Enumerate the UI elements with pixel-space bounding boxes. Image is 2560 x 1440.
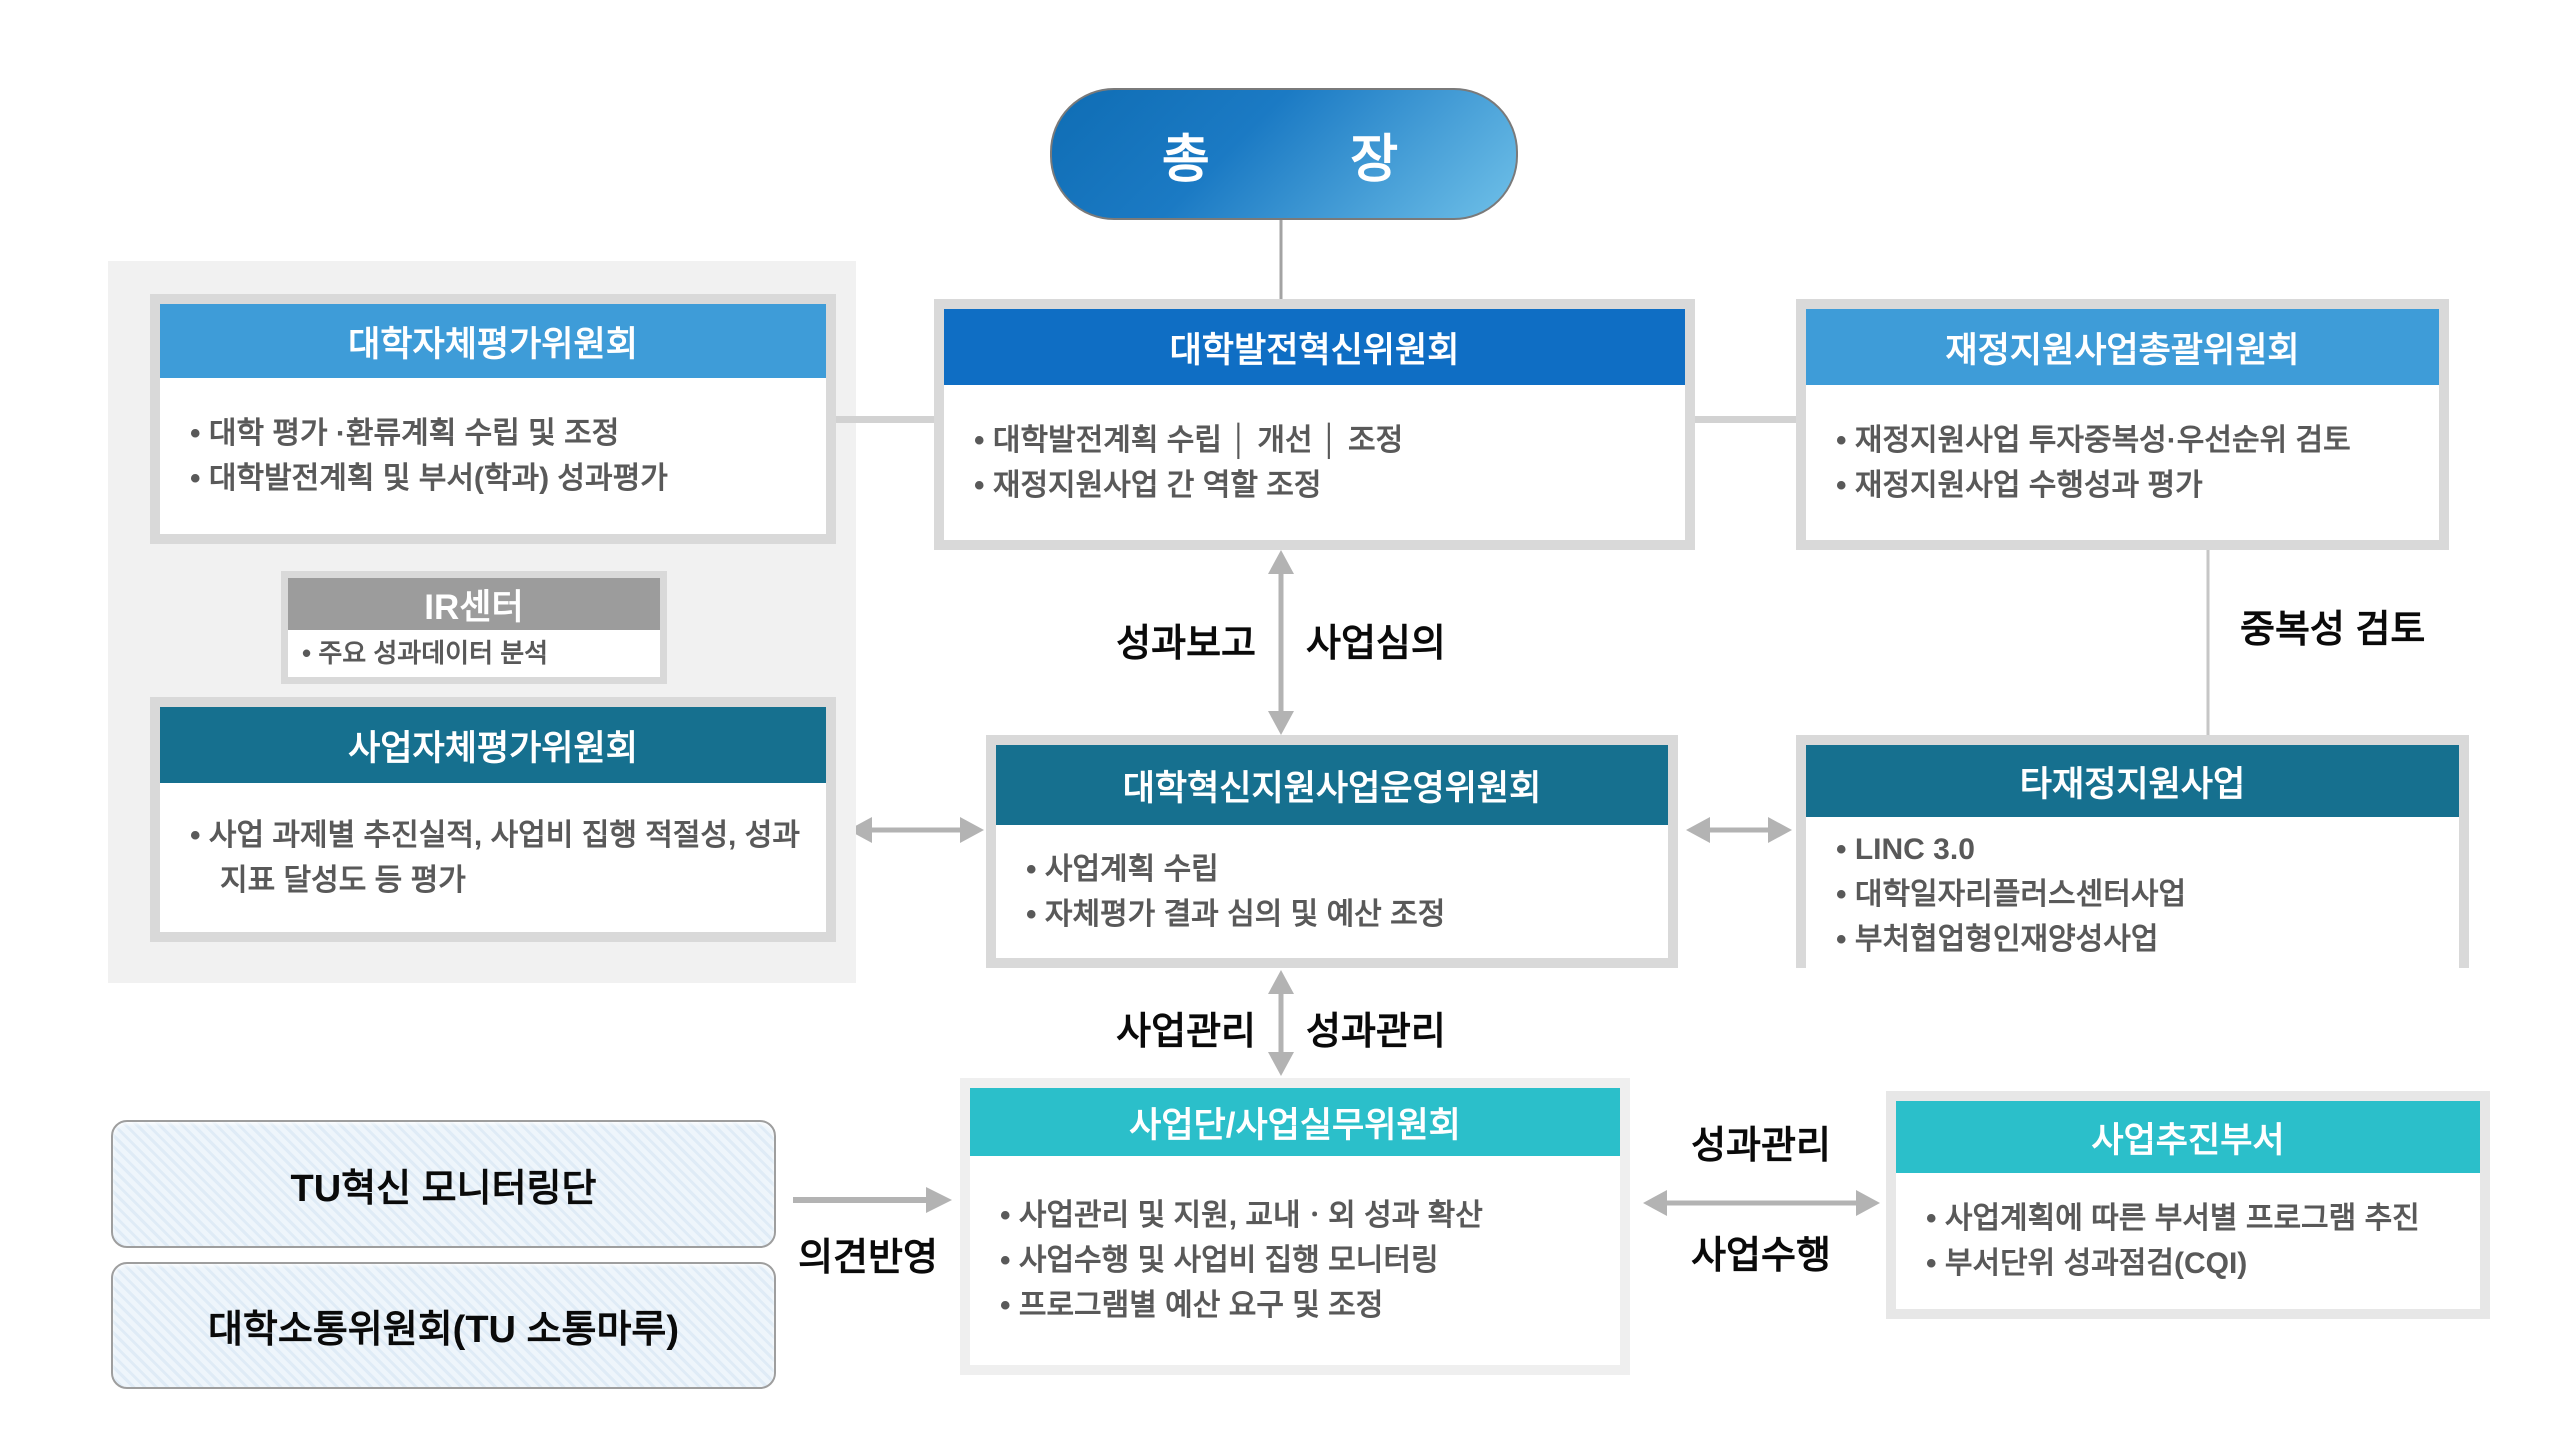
edge-projecteval-innovationops <box>848 817 984 843</box>
label-performance-management: 성과관리 <box>1306 1011 1446 1053</box>
label-duplication-check: 중복성 검토 <box>2240 609 2426 651</box>
bullet-item: 재정지원사업 투자중복성·우선순위 검토 <box>1836 418 2427 463</box>
project-self-eval-body: 사업 과제별 추진실적, 사업비 집행 적절성, 성과지표 달성도 등 평가 <box>160 783 826 932</box>
label-feedback: 의견반영 <box>798 1237 938 1279</box>
bullet-item: 사업 과제별 추진실적, 사업비 집행 적절성, 성과지표 달성도 등 평가 <box>190 813 814 903</box>
edge-taskcommittee-execdept <box>1643 1190 1880 1216</box>
communication-committee-box: 대학소통위원회(TU 소통마루) <box>111 1262 776 1389</box>
other-finance-body: LINC 3.0 대학일자리플러스센터사업 부처협업형인재양성사업 <box>1806 817 2459 972</box>
bullet-item: 부처협업형인재양성사업 <box>1836 917 2447 962</box>
project-self-eval-box: 사업자체평가위원회 사업 과제별 추진실적, 사업비 집행 적절성, 성과지표 … <box>150 697 836 942</box>
bullet-item: 사업계획에 따른 부서별 프로그램 추진 <box>1926 1196 2468 1241</box>
univ-self-eval-box: 대학자체평가위원회 대학 평가 ·환류계획 수립 및 조정 대학발전계획 및 부… <box>150 294 836 544</box>
label-project-execution: 사업수행 <box>1691 1235 1831 1277</box>
ir-center-body: 주요 성과데이터 분석 <box>288 630 660 677</box>
bullet-item: 사업관리 및 지원, 교내ㆍ외 성과 확산 <box>1000 1193 1608 1238</box>
project-self-eval-title: 사업자체평가위원회 <box>160 707 826 783</box>
other-finance-box: 타재정지원사업 LINC 3.0 대학일자리플러스센터사업 부처협업형인재양성사… <box>1796 735 2469 972</box>
edge-univdev-innovationops <box>1268 550 1294 735</box>
bullet-item: 사업계획 수립 <box>1026 847 1656 892</box>
edge-innovationops-otherfinance <box>1686 817 1792 843</box>
ir-center-title: IR센터 <box>288 578 660 630</box>
exec-dept-title: 사업추진부서 <box>1896 1101 2480 1173</box>
bullet-item: 부서단위 성과점검(CQI) <box>1926 1241 2468 1286</box>
bullet-item: 대학일자리플러스센터사업 <box>1836 872 2447 917</box>
innovation-ops-body: 사업계획 수립 자체평가 결과 심의 및 예산 조정 <box>996 825 1668 958</box>
task-committee-box: 사업단/사업실무위원회 사업관리 및 지원, 교내ㆍ외 성과 확산 사업수행 및… <box>960 1078 1630 1375</box>
ir-center-box: IR센터 주요 성과데이터 분석 <box>281 571 667 684</box>
tu-monitoring-box: TU혁신 모니터링단 <box>111 1120 776 1248</box>
univ-dev-innovation-title: 대학발전혁신위원회 <box>944 309 1685 385</box>
task-committee-title: 사업단/사업실무위원회 <box>970 1088 1620 1156</box>
communication-committee-label: 대학소통위원회(TU 소통마루) <box>207 1309 680 1351</box>
univ-dev-innovation-box: 대학발전혁신위원회 대학발전계획 수립 │ 개선 │ 조정 재정지원사업 간 역… <box>934 299 1695 550</box>
bullet-item: 대학발전계획 수립 │ 개선 │ 조정 <box>974 418 1673 463</box>
finance-overall-body: 재정지원사업 투자중복성·우선순위 검토 재정지원사업 수행성과 평가 <box>1806 385 2439 540</box>
label-performance-management-right: 성과관리 <box>1691 1125 1831 1167</box>
finance-overall-box: 재정지원사업총괄위원회 재정지원사업 투자중복성·우선순위 검토 재정지원사업 … <box>1796 299 2449 550</box>
edge-univdev-financeoverall <box>1695 416 1796 423</box>
exec-dept-body: 사업계획에 따른 부서별 프로그램 추진 부서단위 성과점검(CQI) <box>1896 1173 2480 1309</box>
innovation-ops-box: 대학혁신지원사업운영위원회 사업계획 수립 자체평가 결과 심의 및 예산 조정 <box>986 735 1678 968</box>
bullet-item: 주요 성과데이터 분석 <box>302 637 652 671</box>
innovation-ops-title: 대학혁신지원사업운영위원회 <box>996 745 1668 825</box>
univ-dev-innovation-body: 대학발전계획 수립 │ 개선 │ 조정 재정지원사업 간 역할 조정 <box>944 385 1685 540</box>
president-box: 총 장 <box>1050 88 1518 220</box>
finance-overall-title: 재정지원사업총괄위원회 <box>1806 309 2439 385</box>
univ-self-eval-body: 대학 평가 ·환류계획 수립 및 조정 대학발전계획 및 부서(학과) 성과평가 <box>160 378 826 534</box>
tu-monitoring-label: TU혁신 모니터링단 <box>290 1167 597 1210</box>
edge-univselfeval-univdev <box>836 416 934 423</box>
task-committee-body: 사업관리 및 지원, 교내ㆍ외 성과 확산 사업수행 및 사업비 집행 모니터링… <box>970 1156 1620 1365</box>
bullet-item: LINC 3.0 <box>1836 827 2447 872</box>
bullet-item: 프로그램별 예산 요구 및 조정 <box>1000 1283 1608 1328</box>
label-performance-report: 성과보고 <box>1116 623 1256 665</box>
edge-feedback-taskcommittee <box>793 1187 952 1213</box>
edge-innovationops-taskcommittee <box>1268 970 1294 1076</box>
bullet-item: 재정지원사업 간 역할 조정 <box>974 463 1673 508</box>
exec-dept-box: 사업추진부서 사업계획에 따른 부서별 프로그램 추진 부서단위 성과점검(CQ… <box>1886 1091 2490 1319</box>
bullet-item: 재정지원사업 수행성과 평가 <box>1836 463 2427 508</box>
president-label: 총 장 <box>1161 130 1407 189</box>
bullet-item: 사업수행 및 사업비 집행 모니터링 <box>1000 1238 1608 1283</box>
label-project-review: 사업심의 <box>1306 623 1446 665</box>
label-project-management: 사업관리 <box>1116 1011 1256 1053</box>
other-finance-title: 타재정지원사업 <box>1806 745 2459 817</box>
bullet-item: 대학발전계획 및 부서(학과) 성과평가 <box>190 456 814 501</box>
univ-self-eval-title: 대학자체평가위원회 <box>160 304 826 378</box>
bullet-item: 대학 평가 ·환류계획 수립 및 조정 <box>190 411 814 456</box>
bullet-item: 자체평가 결과 심의 및 예산 조정 <box>1026 892 1656 937</box>
